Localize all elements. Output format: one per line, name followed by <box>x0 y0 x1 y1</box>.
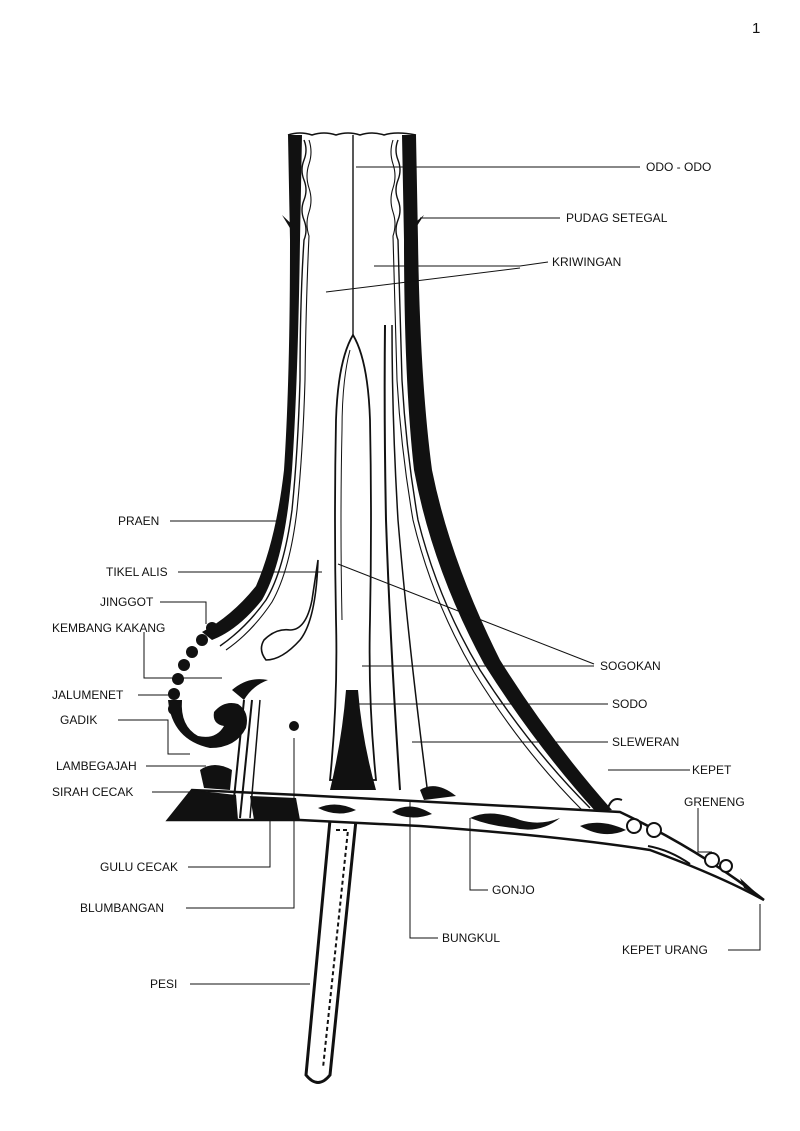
pesi-tang <box>304 818 358 1084</box>
label-pudag-setegal: PUDAG SETEGAL <box>566 211 668 225</box>
ganja-base <box>165 699 765 902</box>
label-gonjo: GONJO <box>492 883 535 897</box>
label-blumbangan: BLUMBANGAN <box>80 901 164 915</box>
label-sogokan: SOGOKAN <box>600 659 661 673</box>
sogokan-groove <box>329 333 377 790</box>
pudag-setegal-thorns <box>282 215 424 240</box>
label-jalumenet: JALUMENET <box>52 688 124 702</box>
label-kembang-kakang: KEMBANG KAKANG <box>52 621 165 635</box>
blumbangan-dot <box>289 721 299 731</box>
blade-body <box>202 132 612 812</box>
label-praen: PRAEN <box>118 514 159 528</box>
label-greneng: GRENENG <box>684 795 745 809</box>
label-gadik: GADIK <box>60 713 97 727</box>
label-bungkul: BUNGKUL <box>442 931 500 945</box>
label-sirah-cecak: SIRAH CECAK <box>52 785 133 799</box>
page-number: 1 <box>752 20 761 37</box>
label-sleweran: SLEWERAN <box>612 735 679 749</box>
label-gulu-cecak: GULU CECAK <box>100 860 178 874</box>
leader-lines <box>118 166 761 985</box>
label-pesi: PESI <box>150 977 177 991</box>
label-tikel-alis: TIKEL ALIS <box>106 565 168 579</box>
label-kriwingan: KRIWINGAN <box>552 255 621 269</box>
label-jinggot: JINGGOT <box>100 595 154 609</box>
label-sodo: SODO <box>612 697 647 711</box>
label-lambegajah: LAMBEGAJAH <box>56 759 137 773</box>
label-odo-odo: ODO - ODO <box>646 160 711 174</box>
label-kepet: KEPET <box>692 763 732 777</box>
label-kepet-urang: KEPET URANG <box>622 943 708 957</box>
tikel-alis <box>260 559 319 661</box>
kembang-kakang-ornament <box>168 622 268 748</box>
sleweran-lines <box>383 324 429 796</box>
